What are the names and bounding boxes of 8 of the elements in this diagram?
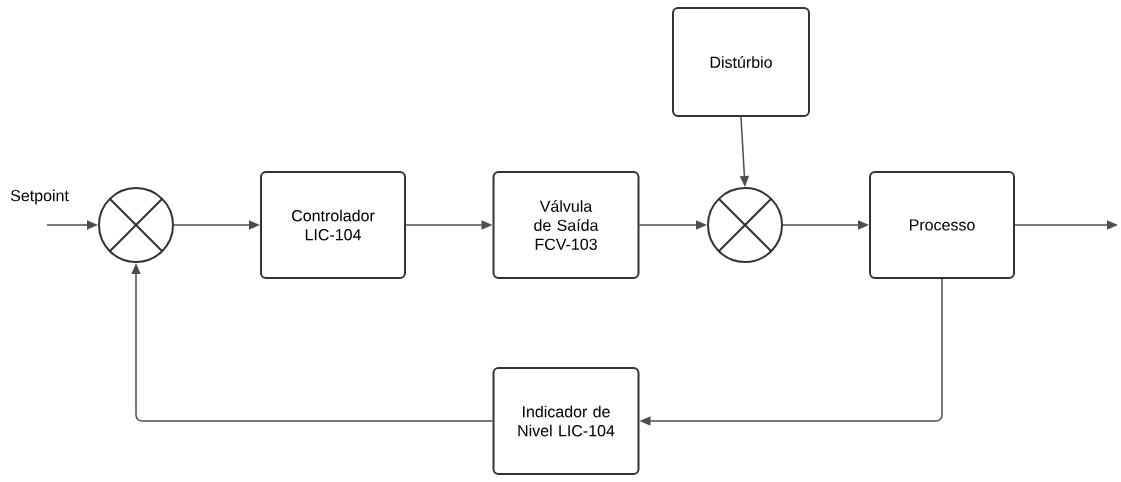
block-box: Processo <box>869 171 1015 279</box>
block-box: Válvula de Saída FCV-103 <box>492 171 640 279</box>
summing-junction <box>707 187 783 263</box>
input-label: Setpoint <box>10 189 69 205</box>
summing-junction <box>98 187 174 263</box>
block-box: Distúrbio <box>672 7 810 117</box>
block-box: Indicador de Nivel LIC-104 <box>492 367 640 475</box>
block-box: Controlador LIC-104 <box>260 171 406 279</box>
